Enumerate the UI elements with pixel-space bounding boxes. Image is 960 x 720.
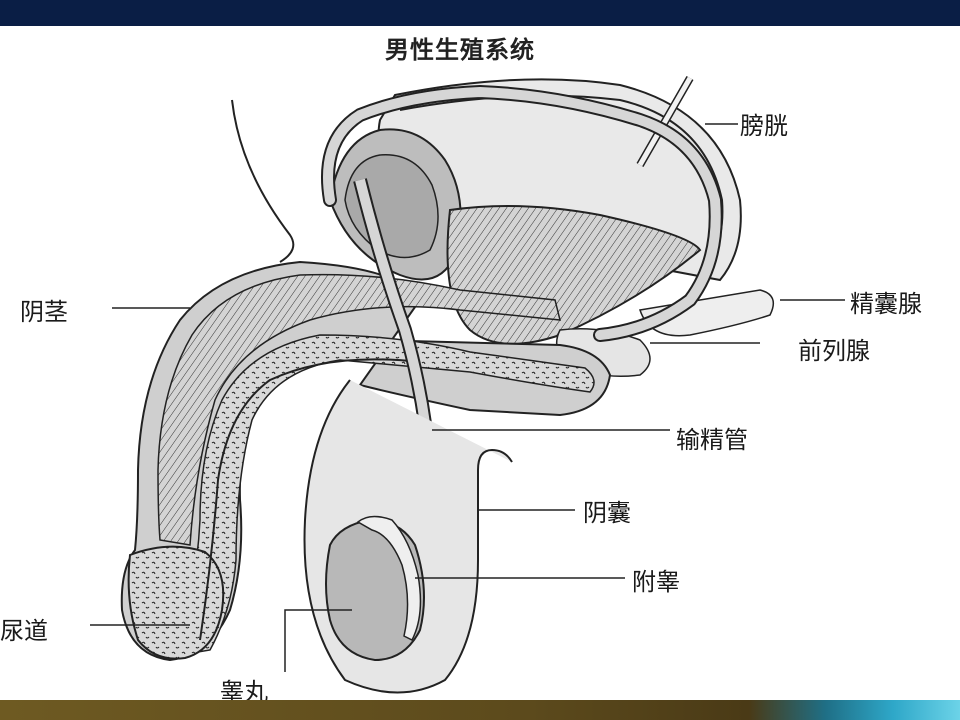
corpus-spongiosum: [179, 334, 595, 656]
body-outline-abdomen: [231, 99, 295, 263]
label-seminal-vesicle: 精囊腺: [850, 290, 922, 318]
label-urethra: 尿道: [0, 617, 48, 645]
epididymis-shape: [356, 515, 422, 642]
label-bladder: 膀胱: [740, 112, 788, 140]
urethra-line: [199, 358, 421, 641]
glans-shape: [127, 545, 225, 660]
leader-testis: [284, 609, 352, 672]
label-prostate: 前列腺: [798, 337, 870, 365]
seminal-vesicle-shape: [639, 289, 775, 337]
bottom-band: [0, 700, 960, 720]
anatomy-diagram: [90, 76, 845, 694]
label-vas-deferens: 输精管: [676, 426, 748, 454]
label-penis: 阴茎: [20, 298, 68, 326]
label-scrotum: 阴囊: [583, 499, 631, 527]
label-epididymis: 附睾: [632, 568, 680, 596]
diagram-title: 男性生殖系统: [385, 35, 535, 64]
corpus-cavernosum: [157, 273, 561, 546]
top-band: [0, 0, 960, 26]
